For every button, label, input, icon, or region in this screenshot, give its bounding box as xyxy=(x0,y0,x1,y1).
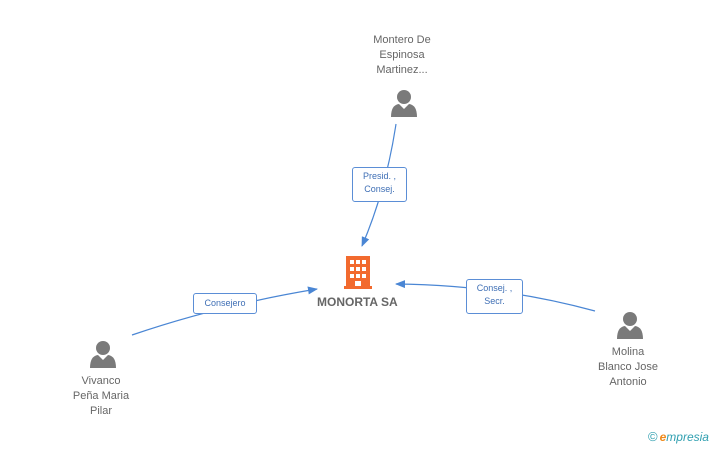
relation-label-line: Secr. xyxy=(484,296,505,306)
relation-box-molina[interactable]: Consej. , Secr. xyxy=(466,279,523,314)
building-icon[interactable] xyxy=(344,256,372,289)
person-name-line: Antonio xyxy=(609,376,647,388)
person-label-molina[interactable]: Molina Blanco Jose Antonio xyxy=(578,345,678,390)
person-name-line: Vivanco xyxy=(81,375,121,387)
person-name-line: Montero De xyxy=(373,34,431,46)
relation-label-line: Presid. , xyxy=(362,171,396,181)
relation-label-line: Consejero xyxy=(204,298,246,308)
brand-name: mpresia xyxy=(666,430,709,444)
copyright-icon: © xyxy=(648,429,658,444)
company-name[interactable]: MONORTA SA xyxy=(317,295,398,309)
person-name-line: Espinosa xyxy=(379,49,425,61)
person-label-vivanco[interactable]: Vivanco Peña Maria Pilar xyxy=(51,374,151,419)
relation-box-vivanco[interactable]: Consejero xyxy=(193,293,257,314)
person-icon[interactable] xyxy=(617,312,643,339)
brand-e: e xyxy=(659,430,667,444)
person-name-line: Pilar xyxy=(89,405,112,417)
person-icon[interactable] xyxy=(90,341,116,368)
relation-label-line: Consej. xyxy=(364,184,395,194)
person-name-line: Peña Maria xyxy=(72,390,130,402)
person-label-montero[interactable]: Montero De Espinosa Martinez... xyxy=(352,33,452,78)
person-name-line: Blanco Jose xyxy=(598,361,658,373)
person-name-line: Molina xyxy=(611,346,645,358)
brand-logo[interactable]: ©empresia xyxy=(648,429,709,444)
person-name-line: Martinez... xyxy=(376,64,428,76)
person-icon[interactable] xyxy=(391,90,417,117)
relation-box-montero[interactable]: Presid. , Consej. xyxy=(352,167,407,202)
relation-label-line: Consej. , xyxy=(476,283,513,293)
